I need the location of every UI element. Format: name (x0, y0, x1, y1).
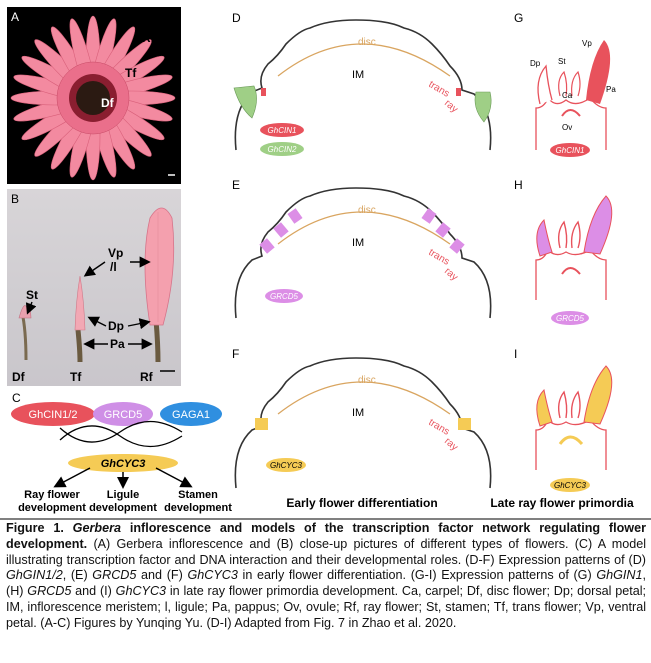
caption-s6: and (I) (75, 584, 112, 599)
panel-d: D disc IM trans ray GhCIN1 GhCIN2 (232, 11, 492, 156)
dna-strand-1 (59, 420, 183, 443)
label-rf-b: Rf (140, 370, 154, 384)
out-stamen-1: Stamen (178, 489, 218, 501)
target-ghcyc3-oval (68, 454, 178, 472)
label-im-e: IM (352, 237, 364, 249)
ray-flower (144, 207, 175, 363)
panel-i: I GhCYC3 Late ray flower primordia (490, 347, 634, 510)
panel-a: A Rf Tf Df (7, 7, 181, 184)
panel-d-letter: D (232, 11, 241, 25)
tf-ghcin12-label: GhCIN1/2 (29, 409, 78, 421)
label-st: St (26, 288, 38, 302)
legend-ghcin1-d: GhCIN1 (268, 126, 297, 135)
figure: A Rf Tf Df B St Vp /l Dp (0, 7, 651, 520)
legend-ghcyc3-i: GhCYC3 (554, 481, 587, 490)
label-tf: Tf (125, 66, 137, 80)
label-im-d: IM (352, 69, 364, 81)
panel-c: C GhCIN1/2 GRCD5 GAGA1 GhCYC3 Ray flower… (11, 391, 232, 514)
label-im-f: IM (352, 407, 364, 419)
tf-gaga1-label: GAGA1 (172, 409, 210, 421)
title-early: Early flower differentiation (286, 496, 437, 510)
label-ca-g: Ca (562, 91, 573, 100)
tf-gaga1-oval (160, 402, 222, 426)
panel-g: G Vp Dp St Ca Pa Ov GhCIN1 (514, 11, 616, 157)
label-dp: Dp (108, 319, 124, 333)
caption-s7: in late ray flower primordia development… (6, 584, 647, 630)
dna-strand-2 (59, 425, 183, 448)
target-ghcyc3-label: GhCYC3 (101, 458, 146, 470)
label-trans-f: trans (427, 417, 452, 438)
legend-grcd5-e: GRCD5 (270, 292, 299, 301)
trans-flower (74, 275, 86, 363)
caption-g5: GRCD5 (27, 584, 72, 599)
tf-grcd5-oval (93, 402, 153, 426)
legend-ghcin2-d: GhCIN2 (268, 145, 297, 154)
caption-s4: in early flower differentiation. (G-I) E… (242, 568, 592, 583)
panel-e: E disc IM trans ray GRCD5 (232, 178, 492, 319)
figure-svg: A Rf Tf Df B St Vp /l Dp (0, 7, 651, 520)
panel-i-letter: I (514, 347, 517, 361)
panel-c-letter: C (12, 391, 21, 405)
out-ligule-2: development (89, 502, 157, 514)
label-pa: Pa (110, 337, 125, 351)
caption-g2: GRCD5 (92, 568, 137, 583)
label-st-g: St (558, 57, 566, 66)
out-ray-2: development (18, 502, 86, 514)
caption-s5: , (H) (6, 568, 647, 599)
panel-b-letter: B (11, 192, 19, 206)
title-late: Late ray flower primordia (490, 496, 634, 510)
caption-s3: and (F) (141, 568, 183, 583)
label-l: /l (110, 260, 117, 274)
legend-ghcyc3-f: GhCYC3 (270, 461, 303, 470)
label-disc-f: disc (358, 375, 376, 386)
label-ray-e: ray (442, 266, 460, 283)
out-ray-1: Ray flower (24, 489, 80, 501)
panel-f-letter: F (232, 347, 239, 361)
label-trans-d: trans (427, 79, 452, 100)
caption-g6: GhCYC3 (115, 584, 167, 599)
gerbera-flower (10, 15, 176, 181)
panel-b: B St Vp /l Dp Pa Df Tf Rf (7, 189, 181, 386)
label-dp-g: Dp (530, 59, 541, 68)
panel-h: H GRCD5 (514, 178, 613, 325)
legend-grcd5-h: GRCD5 (556, 314, 585, 323)
label-pa-g: Pa (606, 85, 616, 94)
tf-ghcin12-oval (11, 402, 95, 426)
label-trans-e: trans (427, 247, 452, 268)
label-ray-d: ray (442, 98, 460, 115)
label-df: Df (101, 96, 115, 110)
tf-grcd5-label: GRCD5 (104, 409, 143, 421)
caption-title: inflorescence and models of the transcri… (6, 521, 647, 551)
arrow-stamen (155, 467, 193, 488)
label-disc-e: disc (358, 205, 376, 216)
label-vp-g: Vp (582, 39, 592, 48)
out-stamen-2: development (164, 502, 232, 514)
panel-f: F disc IM trans ray GhCYC3 Early flower … (232, 347, 492, 510)
caption-fig: Figure 1. (6, 521, 64, 535)
out-ligule-1: Ligule (107, 489, 139, 501)
caption-g3: GhCYC3 (187, 568, 238, 583)
panel-g-letter: G (514, 11, 523, 25)
caption-s1: (A) Gerbera inflorescence and (B) close-… (6, 536, 647, 567)
label-tf-b: Tf (70, 370, 82, 384)
figure-caption: Figure 1. Gerbera inflorescence and mode… (6, 521, 646, 632)
caption-g4: GhGIN1 (596, 568, 643, 583)
label-df-b: Df (12, 370, 26, 384)
arrow-ray (53, 467, 91, 488)
label-ov-g: Ov (562, 123, 572, 132)
label-ray-f: ray (442, 436, 460, 453)
label-disc-d: disc (358, 37, 376, 48)
caption-g1: GhGIN1/2 (6, 568, 63, 583)
label-rf: Rf (142, 31, 156, 45)
label-vp: Vp (108, 246, 123, 260)
panel-a-letter: A (11, 10, 19, 24)
legend-ghcin1-g: GhCIN1 (556, 146, 585, 155)
caption-s2: , (E) (62, 568, 88, 583)
panel-h-letter: H (514, 178, 523, 192)
caption-genus: Gerbera (72, 521, 121, 535)
panel-e-letter: E (232, 178, 240, 192)
